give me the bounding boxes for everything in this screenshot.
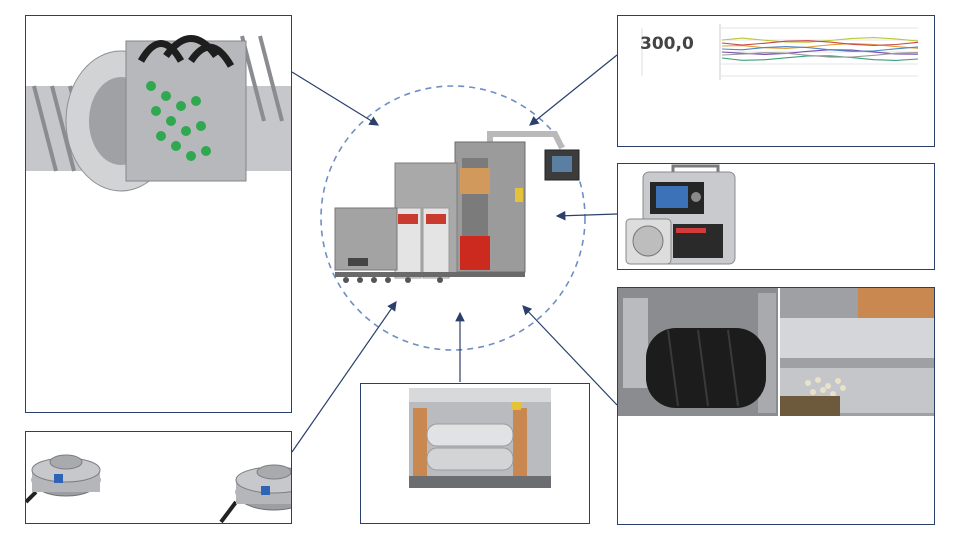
peristaltic-pump-image [625, 164, 736, 265]
two-roll-mill-image [409, 388, 551, 488]
central-machine [330, 128, 580, 288]
panel-sensor-chart: 300,0 [617, 15, 935, 147]
panel-peristaltic-pump [617, 163, 935, 270]
connector-sensor-chart [529, 54, 618, 126]
panel-ball-screw [25, 15, 292, 413]
sensor-trend-line [721, 40, 919, 46]
ball-screw-image [26, 35, 291, 192]
panel-load-cells [25, 431, 292, 524]
sensor-trend-line [721, 52, 919, 58]
load-cell-left [26, 454, 101, 504]
sensor-trend-line [721, 43, 919, 49]
mixing-machine-image [334, 131, 580, 283]
sensor-readout-value: 300,0 [640, 34, 694, 54]
sensor-line-chart [641, 24, 919, 80]
load-cell-right [219, 464, 291, 523]
connector-ball-screw [291, 71, 380, 126]
load-cells-image [26, 454, 291, 523]
rollers-image [618, 288, 934, 416]
sensor-trend-line [721, 46, 919, 52]
panel-rollers [617, 287, 935, 525]
panel-two-roll-mill [360, 383, 590, 524]
